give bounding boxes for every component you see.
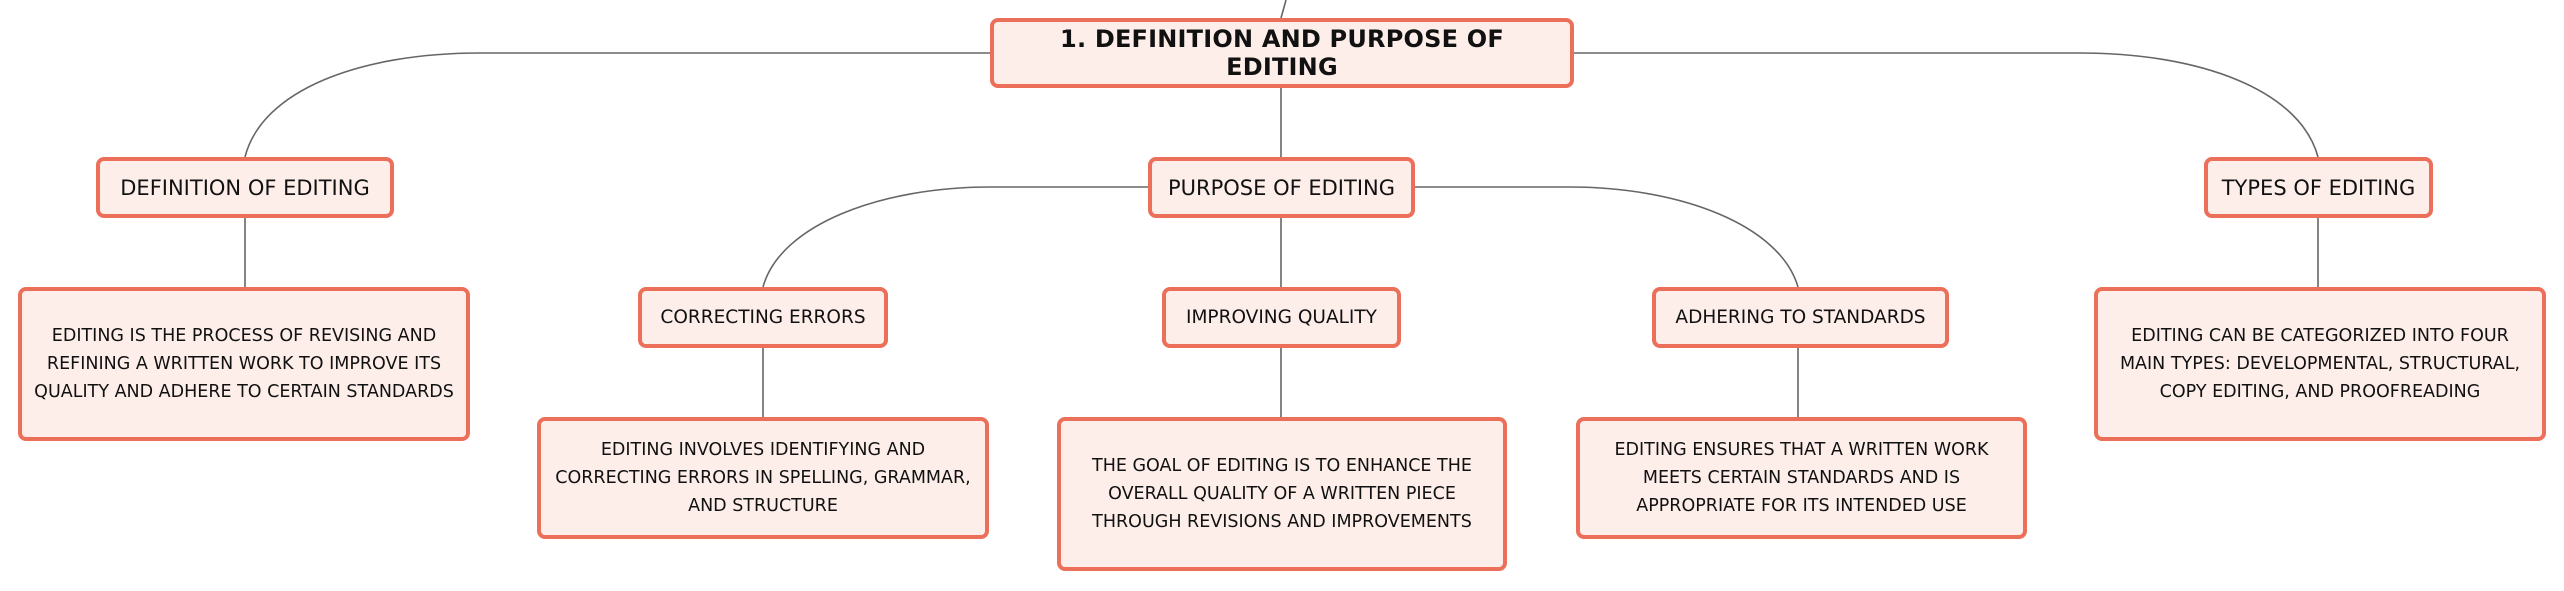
types-detail-node[interactable]: EDITING CAN BE CATEGORIZED INTO FOUR MAI… <box>2094 287 2546 441</box>
adhering-to-standards-label: ADHERING TO STANDARDS <box>1675 307 1926 328</box>
improving-quality-label: IMPROVING QUALITY <box>1186 307 1377 328</box>
connector-root-to-types <box>1574 52 2319 158</box>
root-topic-node[interactable]: 1. DEFINITION AND PURPOSE OF EDITING <box>990 18 1574 88</box>
adhering-to-standards-detail-text: EDITING ENSURES THAT A WRITTEN WORK MEET… <box>1614 440 1989 516</box>
correcting-errors-label: CORRECTING ERRORS <box>660 307 866 328</box>
improving-quality-detail-text: THE GOAL OF EDITING IS TO ENHANCE THE OV… <box>1092 456 1472 532</box>
improving-quality-node[interactable]: IMPROVING QUALITY <box>1162 287 1401 348</box>
definition-topic-label: DEFINITION OF EDITING <box>120 175 370 200</box>
correcting-errors-node[interactable]: CORRECTING ERRORS <box>638 287 888 348</box>
root-topic-label: 1. DEFINITION AND PURPOSE OF EDITING <box>1060 25 1504 81</box>
adhering-to-standards-detail-node[interactable]: EDITING ENSURES THAT A WRITTEN WORK MEET… <box>1576 417 2027 539</box>
purpose-topic-node[interactable]: PURPOSE OF EDITING <box>1148 157 1415 218</box>
types-topic-node[interactable]: TYPES OF EDITING <box>2204 157 2433 218</box>
definition-detail-node[interactable]: EDITING IS THE PROCESS OF REVISING AND R… <box>18 287 470 441</box>
adhering-to-standards-node[interactable]: ADHERING TO STANDARDS <box>1652 287 1949 348</box>
purpose-topic-label: PURPOSE OF EDITING <box>1167 175 1395 200</box>
definition-detail-text: EDITING IS THE PROCESS OF REVISING AND R… <box>34 326 454 402</box>
types-topic-label: TYPES OF EDITING <box>2221 175 2416 200</box>
connector-top-stub <box>1280 0 1287 19</box>
types-detail-text: EDITING CAN BE CATEGORIZED INTO FOUR MAI… <box>2119 326 2521 402</box>
connector-purpose-to-standards <box>1415 186 1799 288</box>
definition-topic-node[interactable]: DEFINITION OF EDITING <box>96 157 394 218</box>
correcting-errors-detail-node[interactable]: EDITING INVOLVES IDENTIFYING AND CORRECT… <box>537 417 989 539</box>
connector-purpose-to-correcting <box>762 186 1148 288</box>
connector-root-to-definition <box>244 52 990 158</box>
improving-quality-detail-node[interactable]: THE GOAL OF EDITING IS TO ENHANCE THE OV… <box>1057 417 1507 571</box>
correcting-errors-detail-text: EDITING INVOLVES IDENTIFYING AND CORRECT… <box>555 440 971 516</box>
